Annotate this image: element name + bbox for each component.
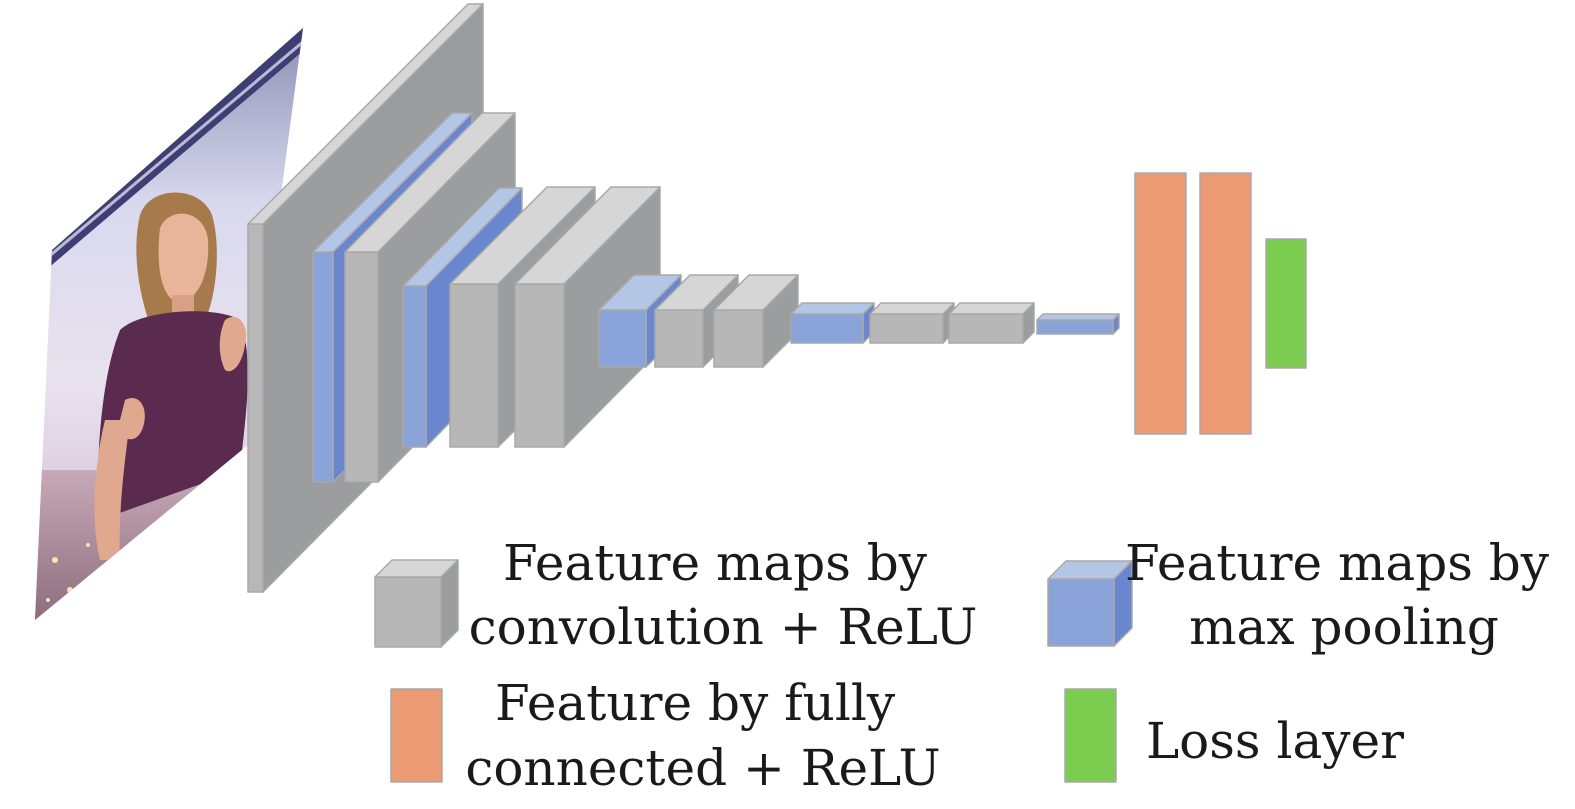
frame-top-stripes	[40, 28, 303, 275]
legend-loss-line1: Loss layer	[1146, 712, 1404, 770]
legend-loss-icon	[1064, 688, 1117, 783]
legend-conv-line1: Feature maps by	[503, 534, 928, 592]
loss-layer	[1265, 238, 1307, 369]
legend: Feature maps by convolution + ReLU Featu…	[374, 534, 1550, 797]
person-face	[158, 213, 209, 302]
person-arm-left	[94, 420, 130, 560]
legend-fc-line1: Feature by fully	[495, 674, 896, 732]
pool-layer-4	[790, 302, 875, 344]
fc-layer-1	[1134, 172, 1187, 435]
legend-fc-icon	[390, 688, 443, 783]
conv-layer-8	[948, 302, 1035, 344]
conv-layer-7	[869, 302, 955, 344]
legend-conv-icon	[374, 559, 459, 648]
legend-pool-icon	[1047, 560, 1133, 647]
conv-layer-6	[713, 274, 799, 368]
legend-fc-line2: connected + ReLU	[465, 739, 940, 797]
network-layers	[247, 3, 1307, 593]
legend-conv-line2: convolution + ReLU	[469, 598, 978, 656]
person-hand-right	[219, 316, 247, 372]
pool-layer-5	[1036, 313, 1120, 335]
person-body	[98, 311, 248, 520]
legend-pool-line1: Feature maps by	[1125, 534, 1550, 592]
legend-pool-line2: max pooling	[1189, 598, 1499, 656]
fc-layer-2	[1199, 172, 1252, 435]
